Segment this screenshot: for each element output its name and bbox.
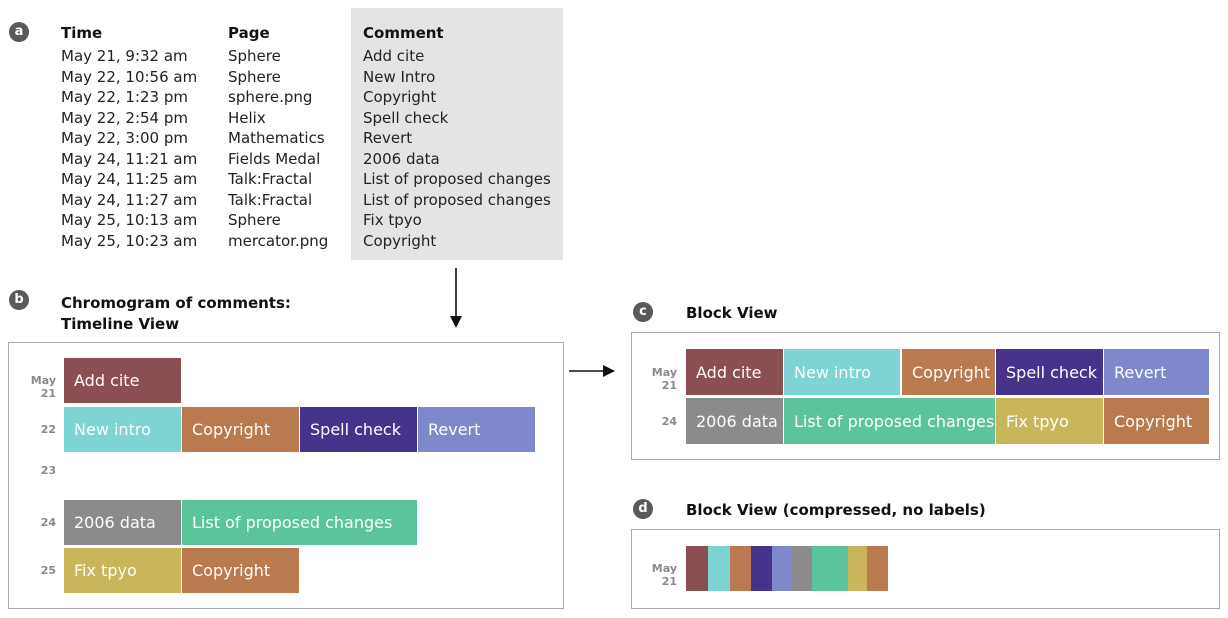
- log-row-time: May 24, 11:25 am: [61, 170, 198, 188]
- panel-c-title: Block View: [686, 304, 778, 322]
- log-row-page: Mathematics: [228, 129, 325, 147]
- compressed-day-label: May 21: [651, 562, 677, 588]
- log-row-time: May 25, 10:13 am: [61, 211, 198, 229]
- log-row-comment: New Intro: [363, 67, 436, 86]
- log-row-page: Fields Medal: [228, 149, 321, 168]
- log-row-time: May 21, 9:32 am: [61, 47, 188, 65]
- timeline-block: Spell check: [300, 407, 417, 452]
- log-row-page: Sphere: [228, 211, 281, 229]
- log-row-time: May 22, 1:23 pm: [61, 88, 188, 106]
- panel-b-title-line1: Chromogram of comments:: [61, 294, 291, 312]
- timeline-block: Copyright: [182, 548, 299, 593]
- panel-b-title-line2: Timeline View: [61, 315, 180, 333]
- timeline-day-label: 24: [40, 516, 56, 529]
- log-row-time: May 22, 10:56 am: [61, 67, 198, 86]
- log-row-page: Talk:Fractal: [228, 190, 313, 209]
- log-row-comment: List of proposed changes: [363, 190, 551, 209]
- log-row-time: May 22, 2:54 pm: [61, 108, 188, 127]
- block-view-block: 2006 data: [686, 398, 783, 444]
- timeline-day-label: 25: [40, 564, 56, 577]
- time-header: Time: [61, 24, 103, 42]
- log-row-page: mercator.png: [228, 231, 329, 250]
- timeline-day-label: 23: [40, 464, 56, 477]
- log-row-comment: Add cite: [363, 47, 425, 65]
- log-row-page: Sphere: [228, 67, 281, 86]
- log-row-page: Helix: [228, 108, 266, 127]
- log-row-time: May 25, 10:23 am: [61, 231, 198, 250]
- log-row-page: sphere.png: [228, 88, 313, 106]
- block-view-day-label: May 21: [651, 366, 677, 392]
- log-row-time: May 24, 11:21 am: [61, 149, 198, 168]
- block-view-block: Spell check: [996, 349, 1103, 395]
- compressed-bar: [730, 546, 751, 591]
- timeline-block: Revert: [418, 407, 535, 452]
- compressed-bar: [867, 546, 888, 591]
- compressed-bar: [812, 546, 830, 591]
- timeline-block: Copyright: [182, 407, 299, 452]
- block-view-block: New intro: [784, 349, 900, 395]
- timeline-block: New intro: [64, 407, 181, 452]
- comment-column-highlight: [351, 8, 563, 260]
- timeline-block: 2006 data: [64, 500, 181, 545]
- down-arrow-icon: [450, 268, 462, 328]
- page-header: Page: [228, 24, 270, 42]
- compressed-bar: [830, 546, 848, 591]
- right-arrow-icon: [569, 365, 615, 377]
- compressed-bar: [792, 546, 812, 591]
- block-view-block: Add cite: [686, 349, 783, 395]
- panel-d-badge: d: [633, 499, 653, 519]
- compressed-bar: [708, 546, 730, 591]
- compressed-bars: [686, 546, 896, 591]
- block-view-block: Copyright: [1104, 398, 1209, 444]
- log-row-comment: Fix tpyo: [363, 211, 422, 229]
- timeline-day-label: 22: [40, 423, 56, 436]
- compressed-bar: [848, 546, 867, 591]
- timeline-block: Fix tpyo: [64, 548, 181, 593]
- log-row-page: Sphere: [228, 47, 281, 65]
- block-view-day-label: 24: [661, 415, 677, 428]
- log-row-comment: Copyright: [363, 231, 437, 250]
- log-row-comment: 2006 data: [363, 149, 440, 168]
- block-view-block: Fix tpyo: [996, 398, 1103, 444]
- comment-header: Comment: [363, 24, 444, 42]
- block-view-block: Revert: [1104, 349, 1209, 395]
- log-row-comment: Copyright: [363, 88, 437, 106]
- timeline-block: List of proposed changes: [182, 500, 417, 545]
- log-row-comment: List of proposed changes: [363, 170, 551, 188]
- timeline-day-label: May 21: [30, 374, 56, 400]
- panel-c-badge: c: [633, 302, 653, 322]
- log-row-time: May 22, 3:00 pm: [61, 129, 188, 147]
- block-view-block: List of proposed changes: [784, 398, 995, 444]
- compressed-bar: [686, 546, 708, 591]
- panel-a-badge: a: [9, 22, 29, 42]
- log-row-comment: Spell check: [363, 108, 449, 127]
- log-row-comment: Revert: [363, 129, 413, 147]
- log-row-time: May 24, 11:27 am: [61, 190, 198, 209]
- compressed-bar: [772, 546, 792, 591]
- compressed-bar: [751, 546, 772, 591]
- log-row-page: Talk:Fractal: [228, 170, 313, 188]
- panel-b-badge: b: [9, 290, 29, 310]
- timeline-block: Add cite: [64, 358, 181, 403]
- block-view-block: Copyright: [902, 349, 995, 395]
- panel-d-title: Block View (compressed, no labels): [686, 501, 986, 519]
